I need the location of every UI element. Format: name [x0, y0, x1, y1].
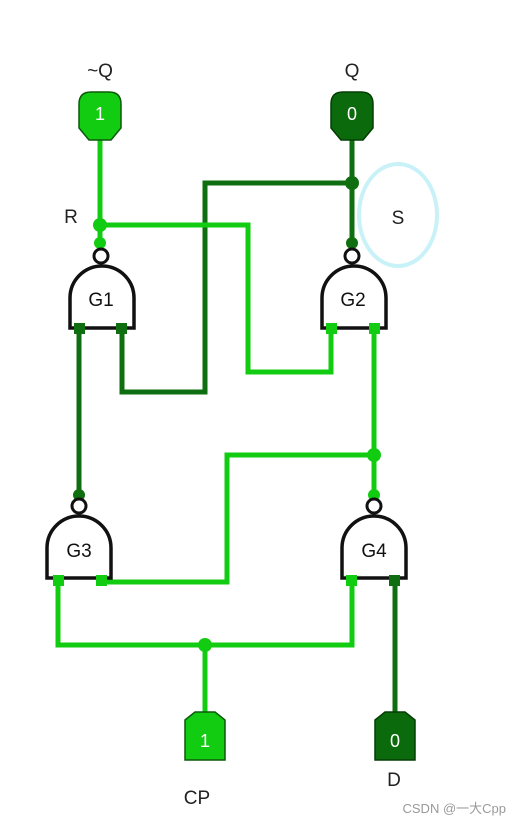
nand-body [68, 264, 136, 330]
inversion-bubble [365, 497, 383, 515]
junction-dot [93, 218, 107, 232]
input-pin-cp[interactable]: 1 [184, 711, 226, 761]
junction-dot [368, 489, 380, 501]
gate-label: G4 [361, 541, 387, 562]
input-pin-d[interactable]: 0 [374, 711, 416, 761]
pin-value: 1 [200, 731, 210, 751]
wire-g4-to-g3 [99, 452, 377, 585]
inversion-bubble [92, 247, 110, 265]
gate-g2[interactable]: G2 [320, 247, 388, 334]
pin-shape [330, 91, 374, 141]
input-pin [346, 575, 357, 586]
junction-dot [94, 237, 106, 249]
pin-value: 0 [390, 731, 400, 751]
pin-value: 0 [347, 104, 357, 124]
wires-off [76, 137, 398, 715]
gate-label: G1 [88, 290, 113, 311]
input-pin [53, 575, 64, 586]
label-r: R [64, 207, 78, 228]
gate-label: G3 [66, 541, 91, 562]
input-pin [116, 323, 127, 334]
gate-label: G2 [340, 290, 365, 311]
junction-dot [198, 638, 212, 652]
nand-body [320, 264, 388, 330]
label-cp: CP [184, 788, 210, 809]
wire-cp-bus [55, 577, 355, 648]
junction-dot [345, 176, 359, 190]
pin-value: 1 [95, 104, 105, 124]
label-s: S [392, 208, 405, 229]
nand-body [45, 514, 113, 580]
output-pin-q[interactable]: 0 [330, 91, 374, 141]
label-nq: ~Q [87, 61, 113, 82]
inversion-bubble [343, 247, 361, 265]
junction-dot [367, 448, 381, 462]
junctions [73, 176, 381, 652]
input-pin [389, 575, 400, 586]
nand-body [340, 514, 408, 580]
gate-g1[interactable]: G1 [68, 247, 136, 334]
highlight-ring [357, 162, 439, 268]
pin-shape [78, 91, 122, 141]
pin-shape [184, 711, 226, 761]
junction-dot [346, 237, 358, 249]
output-pin-nq[interactable]: 1 [78, 91, 122, 141]
gate-g3[interactable]: G3 [45, 497, 113, 586]
wire-nq-feedback [97, 222, 334, 375]
input-pin [96, 575, 107, 586]
wire-q-feedback [119, 180, 355, 395]
input-pin [326, 323, 337, 334]
input-pin [369, 323, 380, 334]
label-q: Q [345, 61, 360, 82]
input-pin [74, 323, 85, 334]
pin-shape [374, 711, 416, 761]
inversion-bubble [70, 497, 88, 515]
gate-g4[interactable]: G4 [340, 497, 408, 586]
watermark: CSDN @一大Cpp [402, 801, 507, 816]
label-d: D [387, 770, 401, 791]
junction-dot [73, 489, 85, 501]
